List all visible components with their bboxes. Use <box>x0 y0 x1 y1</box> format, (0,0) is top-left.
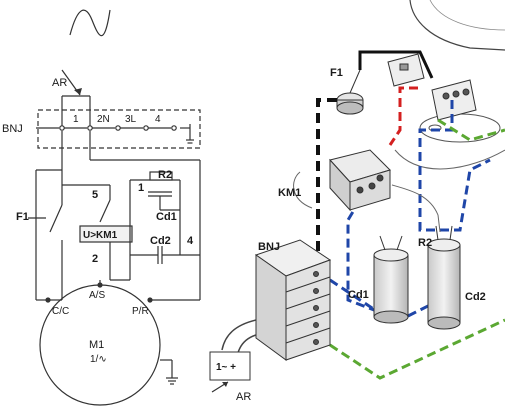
terminal-4-label: 4 <box>155 114 161 125</box>
compressor-terminal-block <box>387 53 477 121</box>
black-wire-f1 <box>358 50 434 79</box>
schematic-ar-label: AR <box>52 77 67 89</box>
schematic-cd2-label: Cd2 <box>150 235 171 247</box>
blue-dashed-wire-a <box>418 100 491 232</box>
cd2-capacitor <box>427 225 461 330</box>
motor-phase-label: 1/∿ <box>90 354 107 365</box>
km1-relay <box>329 149 391 212</box>
relay-pin2-label: 2 <box>92 253 98 265</box>
f1-overload-protector <box>336 69 364 115</box>
schematic-cd1-label: Cd1 <box>156 211 177 223</box>
terminal-3l-label: 3L <box>125 114 137 125</box>
motor-m1-label: M1 <box>89 339 104 351</box>
cd1-capacitor <box>373 235 409 324</box>
bnj-terminal-block <box>37 109 201 149</box>
red-dashed-wire <box>388 86 418 146</box>
schematic <box>28 9 201 406</box>
blue-dashed-wire-b <box>346 199 441 322</box>
terminal-1-label: 1 <box>73 114 79 125</box>
black-dashed-wire <box>316 98 337 280</box>
pictorial-terminal-label: 1~ + <box>216 362 236 373</box>
schematic-bnj-label: BNJ <box>2 123 23 135</box>
pictorial-cd2-label: Cd2 <box>465 291 486 303</box>
pictorial <box>209 0 505 393</box>
relay-coil <box>79 225 133 243</box>
motor-pr-label: P/R <box>132 306 149 317</box>
cd2-pin4-label: 4 <box>187 235 194 247</box>
green-dashed-wire-b <box>329 318 505 380</box>
compressor-body <box>409 0 505 51</box>
ac-supply-symbol <box>69 9 111 37</box>
relay-coil-label: U>KM1 <box>83 230 118 241</box>
terminal-2n-label: 2N <box>97 114 110 125</box>
relay-pin5-label: 5 <box>92 189 98 201</box>
schematic-f1-label: F1 <box>16 211 29 223</box>
motor-cc-label: C/C <box>52 306 69 317</box>
r2-pin1-label: 1 <box>138 182 144 194</box>
pictorial-bnj-label: BNJ <box>258 241 280 253</box>
pictorial-ar-label: AR <box>236 391 251 403</box>
schematic-r2-label: R2 <box>158 169 172 181</box>
supply-terminal-box <box>209 351 251 381</box>
pictorial-cd1-label: Cd1 <box>348 289 369 301</box>
motor-as-label: A/S <box>89 290 105 301</box>
r2-resistor-symbol <box>149 171 173 181</box>
green-dashed-wire-a <box>437 118 505 142</box>
pictorial-f1-label: F1 <box>330 67 343 79</box>
pictorial-km1-label: KM1 <box>278 187 301 199</box>
pictorial-r2-label: R2 <box>418 237 432 249</box>
bnj-terminal-strip <box>254 239 332 361</box>
